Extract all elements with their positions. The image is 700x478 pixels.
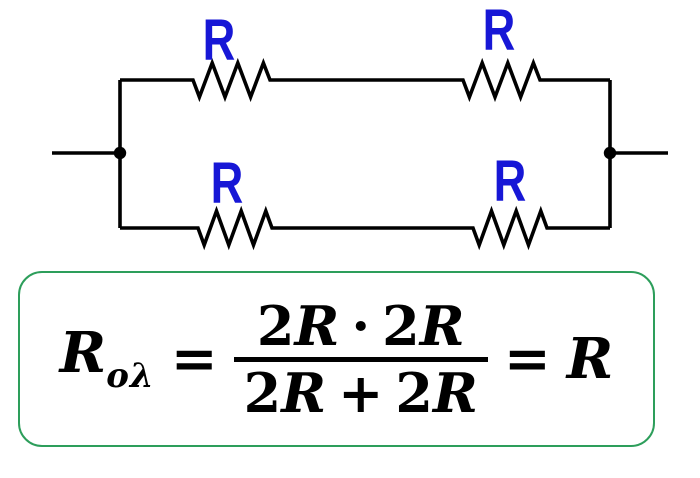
equals-sign-2: = — [503, 326, 551, 392]
resistor-label-top-left: R — [202, 8, 236, 73]
num-variable-1: R — [294, 293, 340, 358]
circuit-diagram: R R R R — [52, 0, 668, 251]
lhs-base: R — [59, 320, 107, 386]
fraction-denominator: 2R+2R — [234, 366, 488, 420]
den-variable-1: R — [281, 360, 327, 425]
equals-sign-1: = — [170, 326, 218, 392]
fraction: 2R·2R 2R+2R — [233, 299, 488, 420]
top-branch-wire-with-resistors — [120, 57, 610, 103]
num-variable-2: R — [419, 293, 465, 358]
bottom-branch-wire-with-resistors — [120, 205, 610, 251]
den-coefficient-2: 2 — [395, 360, 433, 425]
left-node-dot — [113, 146, 127, 160]
resistor-label-bottom-right: R — [493, 149, 527, 214]
den-coefficient-1: 2 — [243, 360, 282, 425]
formula-box: Rολ = 2R·2R 2R+2R = R — [18, 271, 655, 447]
equation-lhs: Rολ — [60, 325, 155, 393]
right-node-dot — [603, 146, 617, 160]
fraction-bar — [233, 356, 488, 362]
den-variable-2: R — [432, 360, 478, 425]
multiplication-dot: · — [351, 293, 371, 358]
lhs-subscript: ολ — [106, 356, 155, 396]
num-coefficient-1: 2 — [256, 293, 295, 358]
resistor-label-top-right: R — [482, 0, 516, 63]
resistor-label-bottom-left: R — [210, 151, 244, 216]
plus-sign: + — [338, 360, 384, 425]
circuit-svg — [52, 57, 668, 251]
equation-result: R — [566, 326, 614, 392]
equation: Rολ = 2R·2R 2R+2R = R — [20, 273, 653, 445]
num-coefficient-2: 2 — [382, 293, 420, 358]
fraction-numerator: 2R·2R — [247, 299, 475, 353]
